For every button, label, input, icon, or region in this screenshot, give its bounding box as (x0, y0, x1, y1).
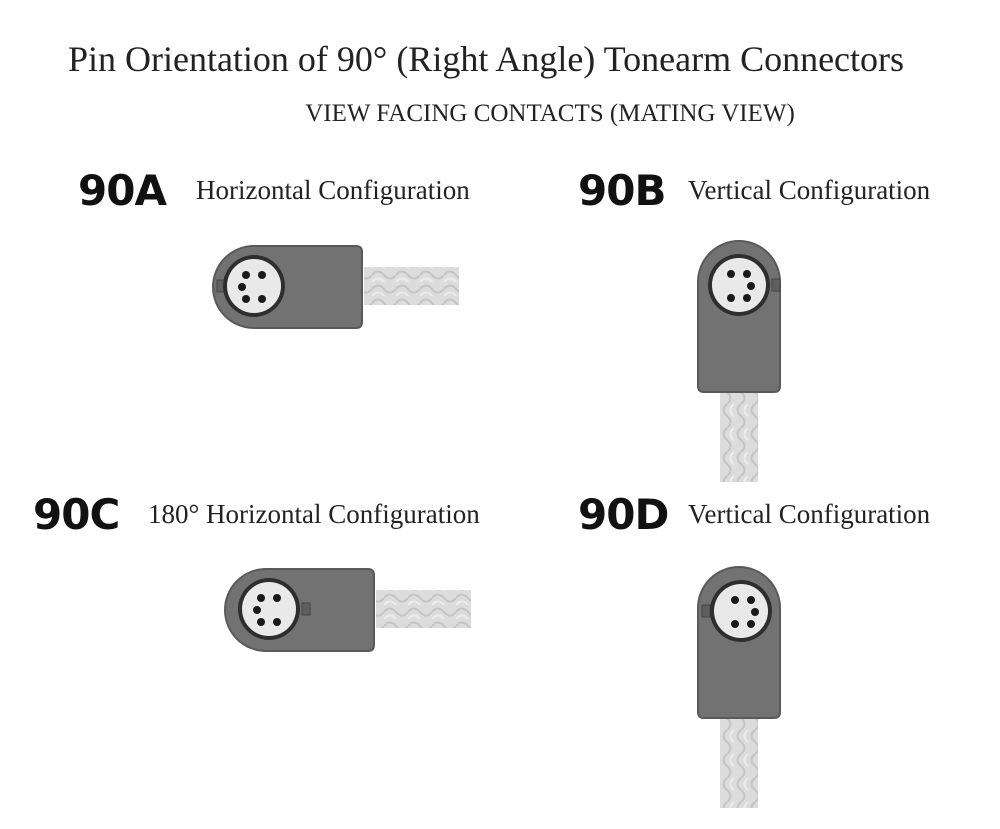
socket-face (712, 258, 766, 312)
socket-face (227, 259, 281, 313)
connector-90d-vertical (697, 566, 781, 808)
config-description-90c: 180° Horizontal Configuration (148, 499, 480, 529)
key-tab (301, 602, 311, 616)
socket-face (714, 584, 768, 638)
pins (727, 270, 755, 302)
config-code-90b: 90B (578, 166, 666, 215)
diagram-title: Pin Orientation of 90° (Right Angle) Ton… (67, 39, 905, 79)
pins (238, 271, 266, 303)
pins (731, 596, 759, 628)
pins (253, 594, 281, 626)
diagram-subtitle: VIEW FACING CONTACTS (MATING VIEW) (305, 100, 795, 127)
config-description-90b: Vertical Configuration (688, 175, 931, 205)
socket-face (242, 582, 296, 636)
config-code-90a: 90A (78, 166, 167, 215)
config-description-90d: Vertical Configuration (688, 499, 931, 529)
config-code-90d: 90D (578, 490, 669, 539)
key-tab (701, 604, 711, 618)
key-tab (771, 278, 781, 292)
cable (364, 267, 459, 305)
config-code-90c: 90C (33, 490, 120, 539)
connector-90a-horizontal (212, 245, 459, 329)
config-description-90a: Horizontal Configuration (196, 175, 470, 205)
connector-90c-horizontal-180 (224, 568, 471, 652)
cable (720, 712, 758, 808)
connector-90b-vertical (697, 240, 781, 482)
cable (376, 590, 471, 628)
cable (720, 386, 758, 482)
